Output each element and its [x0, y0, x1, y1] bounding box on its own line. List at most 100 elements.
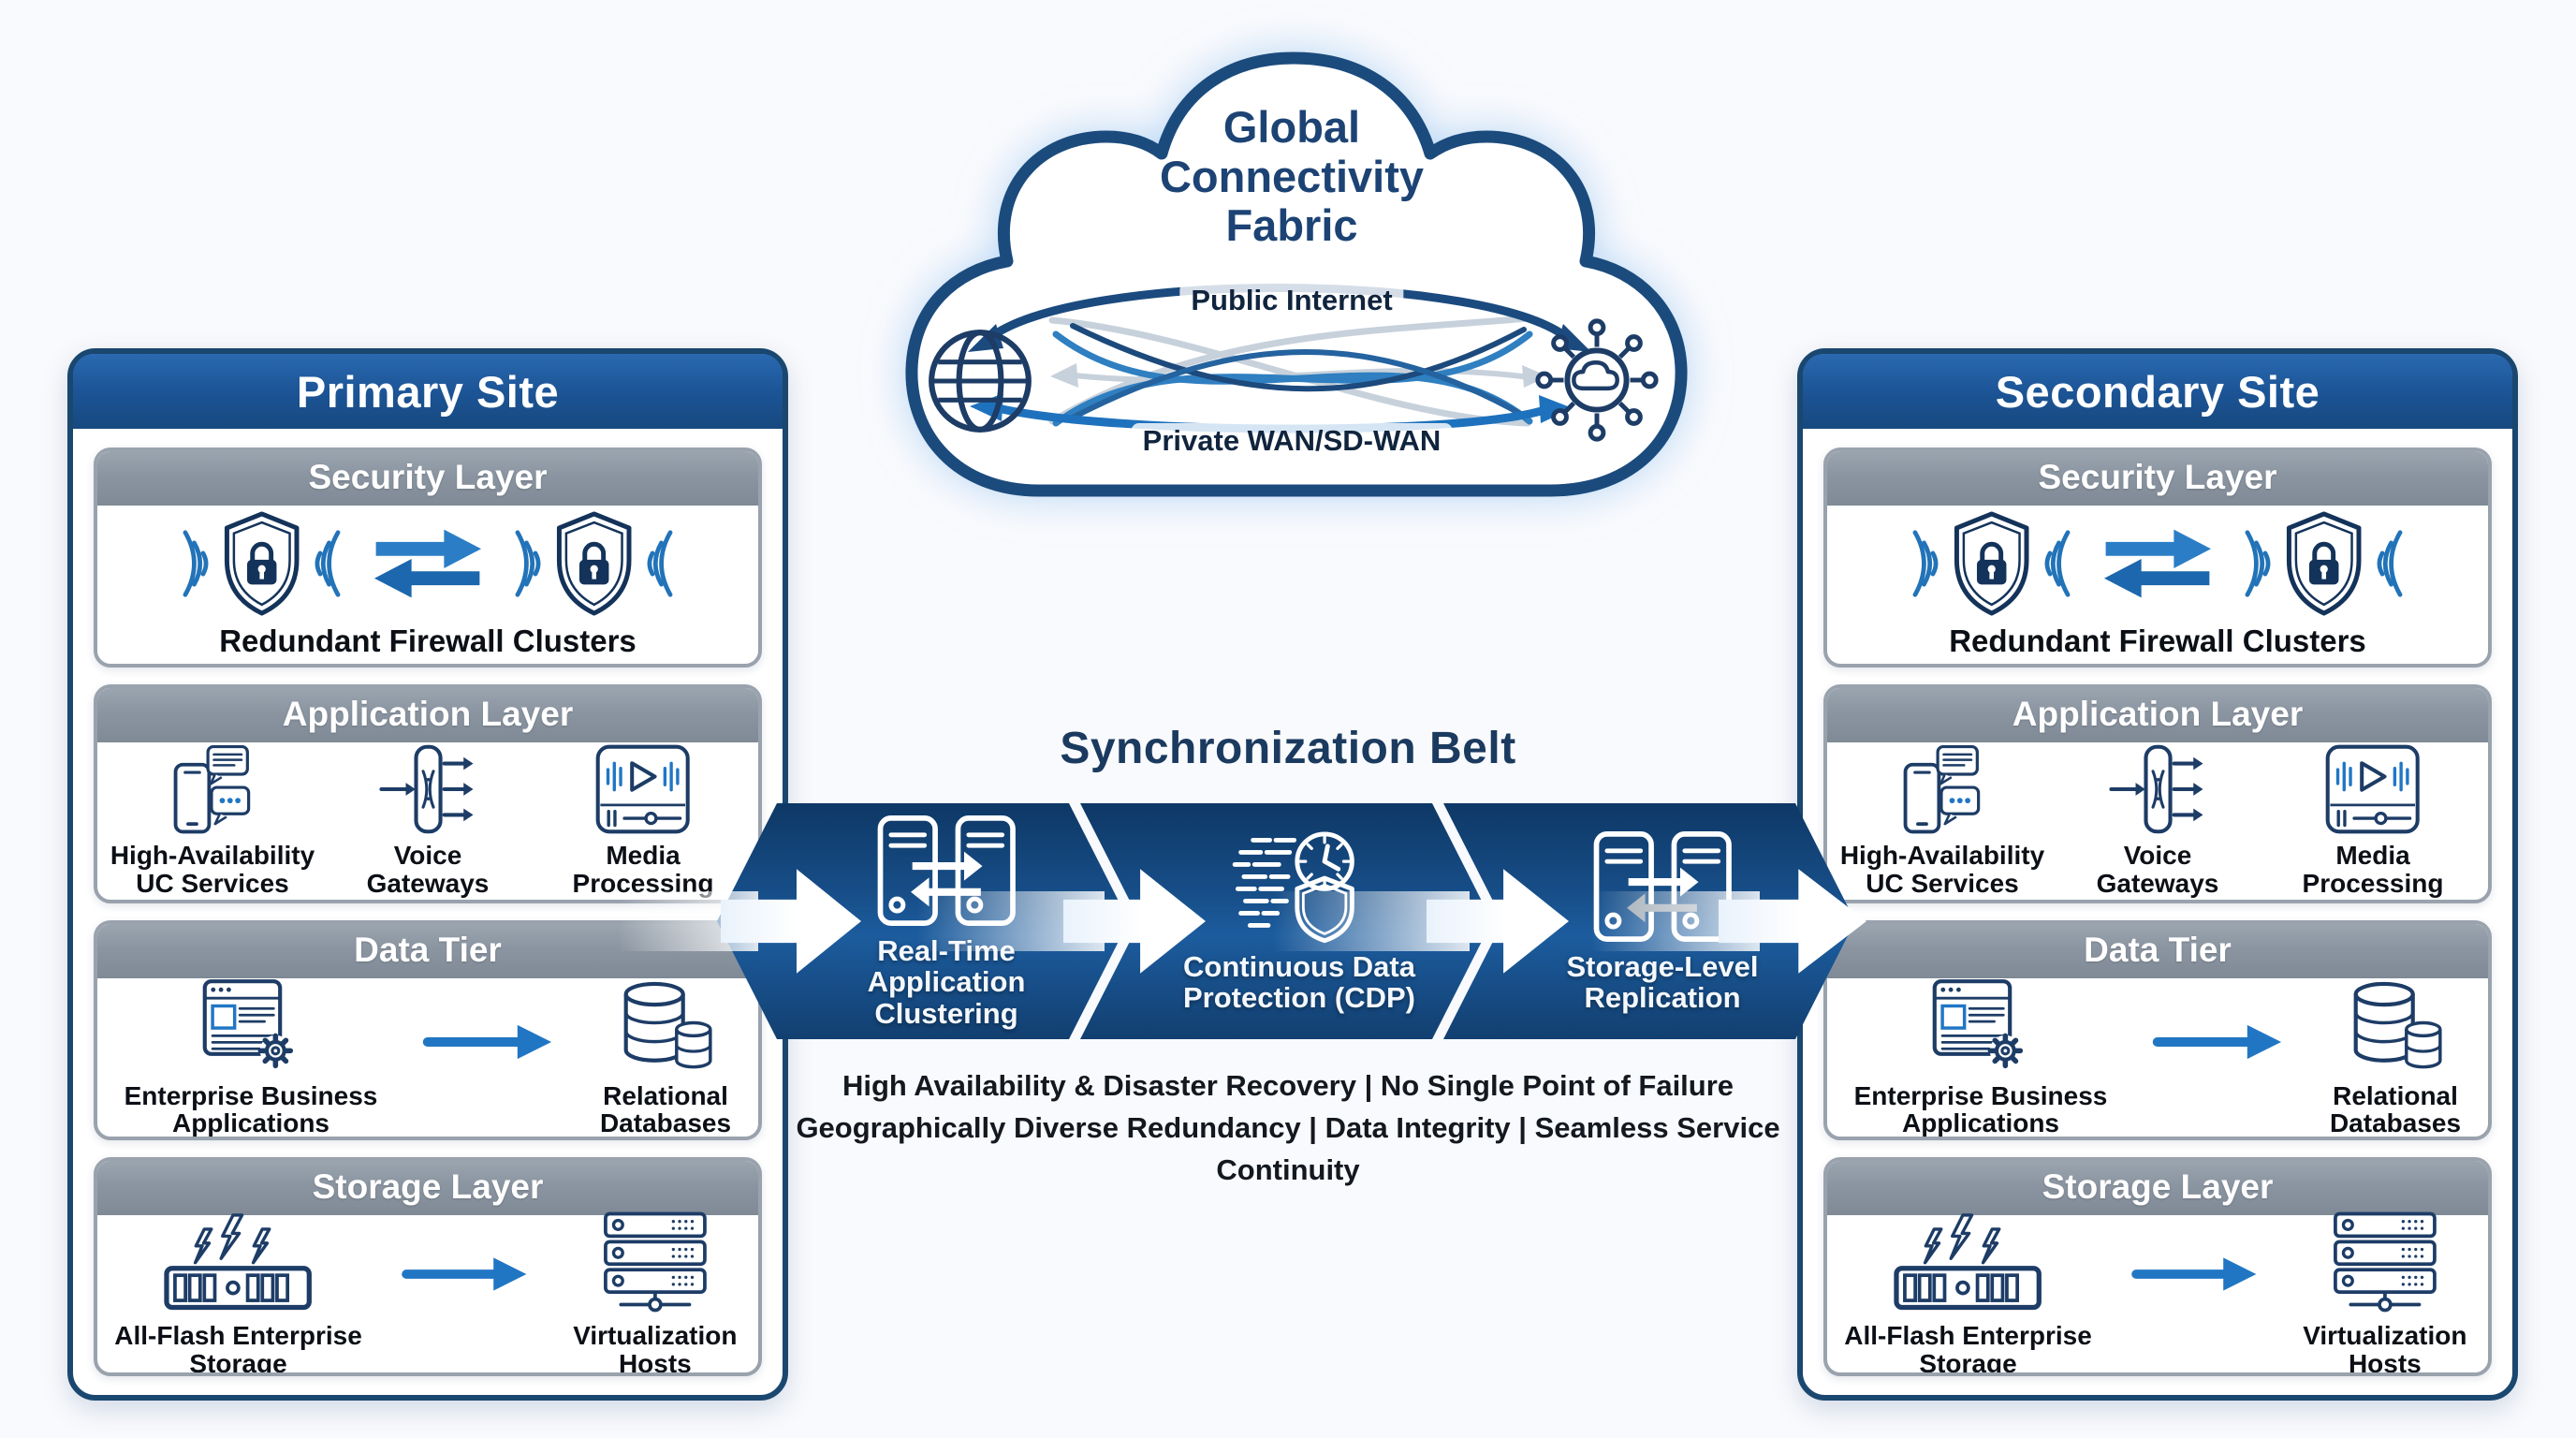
- connectivity-mesh-lines: [1048, 315, 1533, 427]
- belt-segment-label: Storage-Level Replication: [1566, 949, 1759, 1014]
- belt-caption-line2: Geographically Diverse Redundancy | Data…: [796, 1110, 1780, 1186]
- databases-item: Relational Databases: [2316, 977, 2475, 1137]
- mesh-gray-arrowhead: [1522, 365, 1548, 388]
- item-label: Relational Databases: [599, 1080, 732, 1138]
- security-layer: Security Layer: [1823, 448, 2492, 668]
- business-apps-item: Enterprise Business Applications: [1840, 977, 2121, 1137]
- database-stack-icon: [2347, 977, 2444, 1075]
- item-label: All-Flash Enterprise Storage: [114, 1321, 362, 1376]
- flash-storage-item: All-Flash Enterprise Storage: [105, 1210, 372, 1376]
- security-caption: Redundant Firewall Clusters: [219, 624, 637, 659]
- data-tier-title: Data Tier: [1827, 924, 2488, 978]
- wifi-waves-icon: [1908, 524, 1943, 603]
- storage-layer: Storage Layer All-Flash Enterprise Stora…: [1823, 1156, 2492, 1376]
- item-label: All-Flash Enterprise Storage: [1844, 1321, 2092, 1376]
- media-player-icon: [2325, 744, 2420, 834]
- data-tier: Data Tier Enterprise Business Applicatio…: [94, 920, 762, 1140]
- arrow-right-icon: [400, 1247, 532, 1301]
- application-layer-title: Application Layer: [1827, 687, 2488, 742]
- security-layer-title: Security Layer: [97, 451, 758, 506]
- voice-gateway-icon: [376, 744, 479, 834]
- voice-gateways-item: Voice Gateways: [2050, 744, 2265, 897]
- cloud-graphic: [905, 51, 1688, 497]
- media-processing-item: Media Processing: [2265, 744, 2481, 897]
- firewall-left: [1908, 509, 2075, 618]
- media-processing-item: Media Processing: [535, 744, 751, 897]
- firewall-cluster-row: [178, 509, 679, 618]
- storage-layer-title: Storage Layer: [1827, 1160, 2488, 1215]
- sync-belt-title: Synchronization Belt: [1060, 724, 1516, 773]
- wifi-waves-icon: [2040, 524, 2075, 603]
- data-tier: Data Tier Enterprise Business Applicatio…: [1823, 920, 2492, 1140]
- wifi-waves-icon: [2372, 524, 2408, 603]
- shield-lock-icon: [215, 509, 308, 618]
- security-layer: Security Layer: [94, 448, 762, 668]
- lightning-flash-storage-icon: [1891, 1210, 2044, 1314]
- shield-lock-icon: [548, 509, 640, 618]
- web-app-gear-icon: [1932, 977, 2029, 1075]
- arrow-right-icon: [419, 1015, 558, 1069]
- belt-segment-label: Continuous Data Protection (CDP): [1183, 949, 1415, 1014]
- web-app-gear-icon: [202, 977, 300, 1075]
- lightning-flash-storage-icon: [161, 1210, 315, 1314]
- virtualization-hosts-item: Virtualization Hosts: [2290, 1210, 2481, 1376]
- security-caption: Redundant Firewall Clusters: [1949, 624, 2366, 659]
- secondary-site-panel: Secondary Site Security Layer: [1797, 348, 2518, 1401]
- cloud-title: Global Connectivity Fabric: [1159, 102, 1425, 251]
- wifi-waves-icon: [510, 524, 546, 603]
- item-label: Voice Gateways: [2096, 841, 2219, 898]
- media-player-icon: [595, 744, 690, 834]
- item-label: Media Processing: [572, 841, 714, 898]
- databases-item: Relational Databases: [586, 977, 745, 1137]
- uc-services-item: High-Availability UC Services: [105, 744, 320, 897]
- secondary-site-title: Secondary Site: [1803, 354, 2512, 429]
- flash-storage-item: All-Flash Enterprise Storage: [1835, 1210, 2101, 1376]
- storage-layer: Storage Layer All-Flash Enterprise Stora…: [94, 1156, 762, 1376]
- wifi-waves-icon: [2240, 524, 2276, 603]
- virtualization-hosts-item: Virtualization Hosts: [560, 1210, 751, 1376]
- item-label: High-Availability UC Services: [110, 841, 315, 898]
- server-rack-icon: [2319, 1210, 2452, 1314]
- network-hub-icon: [1538, 321, 1656, 439]
- application-layer-title: Application Layer: [97, 687, 758, 742]
- security-layer-title: Security Layer: [1827, 451, 2488, 506]
- primary-site-panel: Primary Site Security Layer: [67, 348, 788, 1401]
- mesh-gray-arrowhead-left: [1050, 363, 1078, 388]
- item-label: Relational Databases: [2329, 1080, 2462, 1138]
- private-wan-label: Private WAN/SD-WAN: [1131, 423, 1453, 459]
- wifi-waves-icon: [642, 524, 678, 603]
- belt-caption-line1: High Availability & Disaster Recovery | …: [842, 1069, 1734, 1102]
- server-rack-icon: [589, 1210, 722, 1314]
- firewall-left: [178, 509, 345, 618]
- voice-gateway-icon: [2106, 744, 2209, 834]
- storage-layer-title: Storage Layer: [97, 1160, 758, 1215]
- item-label: Enterprise Business Applications: [1853, 1080, 2108, 1138]
- application-layer: Application Layer High-Availability UC S…: [1823, 683, 2492, 903]
- cloud-outline: [905, 51, 1688, 497]
- phone-chat-icon: [1903, 744, 1982, 834]
- shield-lock-icon: [2277, 509, 2370, 618]
- secondary-panel-body: Security Layer: [1803, 429, 2512, 1395]
- item-label: Voice Gateways: [366, 841, 490, 898]
- primary-site-title: Primary Site: [73, 354, 783, 429]
- voice-gateways-item: Voice Gateways: [320, 744, 535, 897]
- phone-chat-icon: [173, 744, 252, 834]
- arrow-right-icon: [2149, 1015, 2288, 1069]
- item-label: Virtualization Hosts: [573, 1321, 738, 1376]
- item-label: Enterprise Business Applications: [124, 1080, 378, 1138]
- database-stack-icon: [617, 977, 714, 1075]
- public-internet-label: Public Internet: [1179, 283, 1404, 318]
- primary-panel-body: Security Layer: [73, 429, 783, 1395]
- item-label: Virtualization Hosts: [2303, 1321, 2467, 1376]
- sync-arrows-icon: [2100, 523, 2216, 604]
- belt-caption: High Availability & Disaster Recovery | …: [777, 1065, 1799, 1192]
- firewall-right: [510, 509, 678, 618]
- arrow-right-icon: [2130, 1247, 2261, 1301]
- firewall-right: [2240, 509, 2408, 618]
- global-connectivity-cloud: Global Connectivity Fabric Public Intern…: [878, 49, 1705, 528]
- wifi-waves-icon: [310, 524, 345, 603]
- sync-arrows-icon: [370, 523, 486, 604]
- item-label: High-Availability UC Services: [1839, 841, 2045, 898]
- firewall-cluster-row: [1908, 509, 2408, 618]
